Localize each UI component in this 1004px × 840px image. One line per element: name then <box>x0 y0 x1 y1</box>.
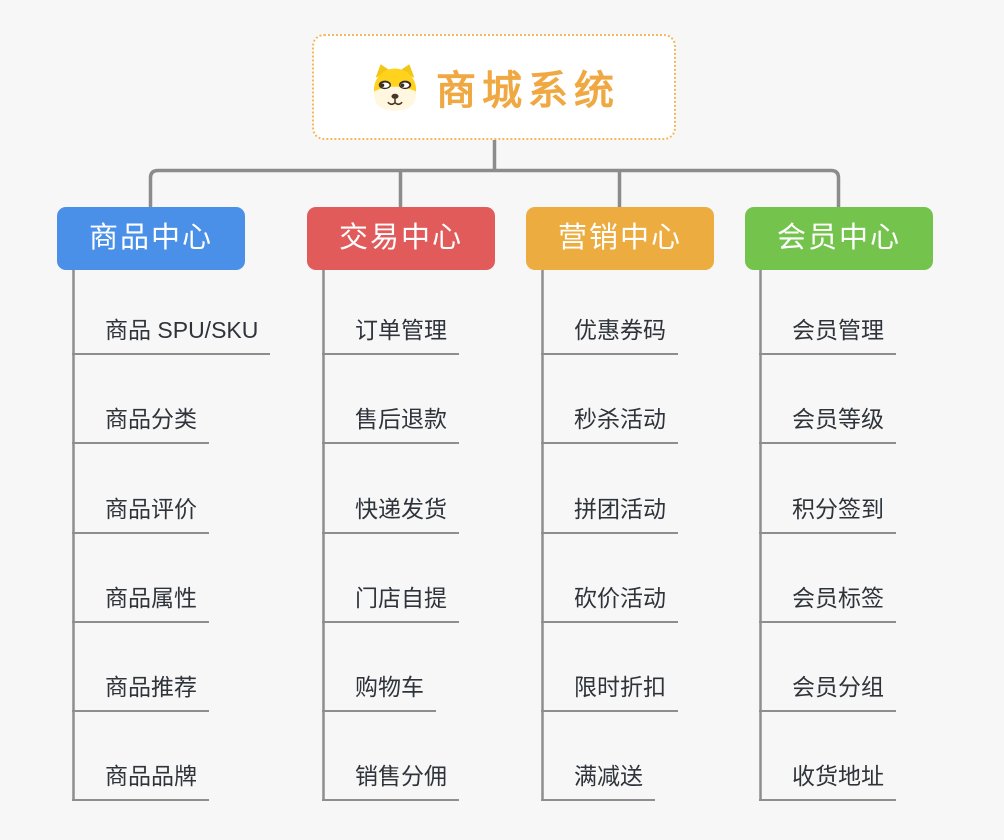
node-item[interactable]: 会员标签 <box>759 583 896 623</box>
node-item[interactable]: 快递发货 <box>322 494 459 534</box>
node-item[interactable]: 秒杀活动 <box>541 404 678 444</box>
node-item[interactable]: 积分签到 <box>759 494 896 534</box>
node-item[interactable]: 销售分佣 <box>322 761 459 801</box>
branch-head-members[interactable]: 会员中心 <box>745 207 933 270</box>
node-item[interactable]: 会员等级 <box>759 404 896 444</box>
branch-head-products[interactable]: 商品中心 <box>57 207 245 270</box>
shiba-dog-icon <box>373 64 417 111</box>
node-item[interactable]: 拼团活动 <box>541 494 678 534</box>
node-item[interactable]: 订单管理 <box>322 315 459 355</box>
node-item[interactable]: 商品品牌 <box>72 761 209 801</box>
node-item[interactable]: 砍价活动 <box>541 583 678 623</box>
node-item[interactable]: 商品评价 <box>72 494 209 534</box>
root-title: 商城系统 <box>436 69 620 113</box>
node-item[interactable]: 门店自提 <box>322 583 459 623</box>
node-item[interactable]: 售后退款 <box>322 404 459 444</box>
node-item[interactable]: 满减送 <box>541 761 655 801</box>
node-item[interactable]: 商品 SPU/SKU <box>72 315 271 355</box>
branch-head-trade[interactable]: 交易中心 <box>307 207 495 270</box>
node-item[interactable]: 限时折扣 <box>541 672 678 712</box>
node-item[interactable]: 优惠券码 <box>541 315 678 355</box>
node-item[interactable]: 商品属性 <box>72 583 209 623</box>
branch-head-marketing[interactable]: 营销中心 <box>526 207 714 270</box>
node-item[interactable]: 购物车 <box>322 672 436 712</box>
node-item[interactable]: 商品推荐 <box>72 672 209 712</box>
root-node[interactable]: 商城系统 <box>312 34 676 140</box>
node-item[interactable]: 会员分组 <box>759 672 896 712</box>
node-item[interactable]: 商品分类 <box>72 404 209 444</box>
node-item[interactable]: 会员管理 <box>759 315 896 355</box>
node-item[interactable]: 收货地址 <box>759 761 896 801</box>
